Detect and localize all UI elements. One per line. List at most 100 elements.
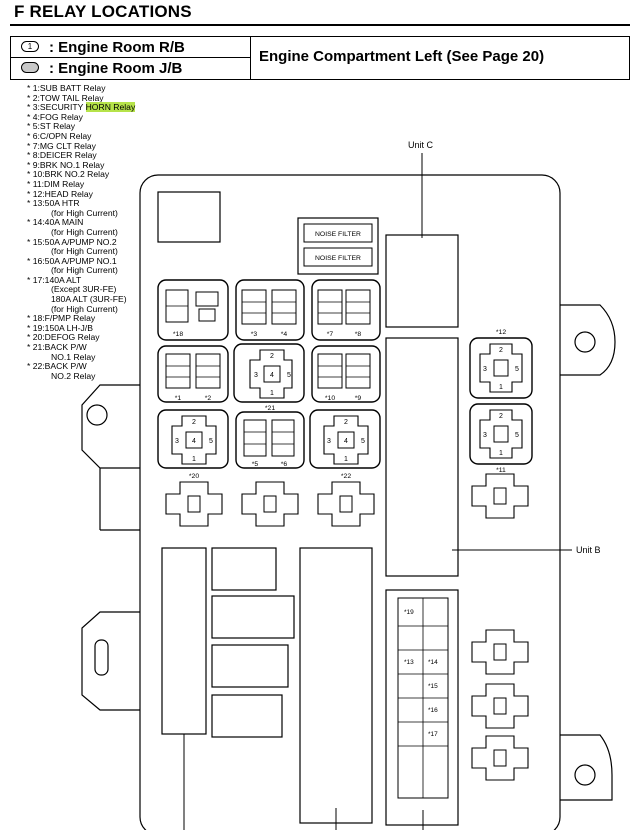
fuse-label-13: *13 [404, 659, 414, 666]
relay-label-4: *4 [281, 331, 288, 338]
t22-3: 3 [327, 438, 331, 445]
relay-list-item: (for High Current) [51, 246, 118, 257]
relay-list-item: * 21:BACK P/W [27, 342, 87, 353]
noise-filter-housing [297, 217, 379, 275]
relay-label-11: *11 [496, 467, 506, 474]
relay-list-item: NO.1 Relay [51, 351, 96, 362]
relay-label-7: *7 [327, 331, 334, 338]
relay-list-item: (for High Current) [51, 303, 118, 314]
relay-list-item: * 19:150A LH-J/B [27, 322, 93, 333]
fuse-label-14: *14 [428, 659, 438, 666]
relay-list-item: * 4:FOG Relay [27, 111, 83, 122]
t21-2: 2 [270, 353, 274, 360]
relay-list-item: * 11:DIM Relay [27, 178, 85, 189]
fuse-label-16: *16 [428, 707, 438, 714]
relay-label-6: *6 [281, 461, 288, 468]
relay-socket-3-4 [235, 279, 305, 341]
t21-3: 3 [254, 372, 258, 379]
relay-list: * 1:SUB BATT Relay* 2:TOW TAIL Relay* 3:… [27, 83, 136, 381]
slot-left [94, 639, 109, 676]
gray-connector-symbol-icon [21, 62, 39, 73]
relay-socket-22 [309, 409, 381, 469]
relay-list-item: * 15:50A A/PUMP NO.2 [27, 236, 117, 247]
relay-label-5: *5 [252, 461, 259, 468]
legend-box: 1 : Engine Room R/B : Engine Room J/B En… [10, 36, 630, 80]
relay-box-outline [139, 174, 561, 830]
relay-list-item: * 5:ST Relay [27, 121, 76, 132]
unit-c-label: Unit C [408, 140, 434, 150]
relay-socket-9-10 [311, 345, 381, 403]
relay-label-9: *9 [355, 395, 362, 402]
t12-5: 5 [515, 366, 519, 373]
legend-engine-room-rb: 1 : Engine Room R/B [11, 37, 250, 58]
t11-2: 2 [499, 413, 503, 420]
t20-3: 3 [175, 438, 179, 445]
relay-socket-11 [469, 403, 533, 465]
t21-4: 4 [270, 372, 274, 379]
relay-list-item: (for High Current) [51, 207, 118, 218]
t11-3: 3 [483, 432, 487, 439]
relay-list-item: * 1:SUB BATT Relay [27, 83, 106, 93]
relay-list-item: * 22:BACK P/W [27, 361, 87, 372]
relay-socket-12 [469, 337, 533, 399]
cross-relays [165, 343, 529, 781]
relay-label-2: *2 [205, 395, 212, 402]
location-text: Engine Compartment Left (See Page 20) [259, 48, 545, 65]
mount-hole-right-lower [574, 764, 596, 786]
t20-5: 5 [209, 438, 213, 445]
unit-c-block [385, 234, 459, 328]
legend-left: 1 : Engine Room R/B : Engine Room J/B [11, 37, 251, 79]
relay-list-item: * 8:DEICER Relay [27, 150, 97, 161]
relay-list-item: * 3:SECURITY HORN Relay [27, 102, 136, 113]
relay-list-item: * 12:HEAD Relay [27, 188, 93, 199]
relay-list-item: (Except 3UR-FE) [51, 284, 117, 295]
relay-list-item: * 18:F/PMP Relay [27, 313, 96, 324]
t12-1: 1 [499, 384, 503, 391]
mid-block-3 [211, 644, 289, 688]
noise-filter-1-label: NOISE FILTER [315, 231, 361, 238]
relay-socket-5-6 [235, 411, 305, 469]
relay-label-12: *12 [496, 329, 506, 336]
title-rule [10, 24, 630, 26]
fuse-block-housing [385, 589, 459, 826]
mount-hole-right-upper [574, 331, 596, 353]
mid-block-4 [211, 694, 283, 738]
relay-socket-7-8 [311, 279, 381, 341]
relay-list-item: * 6:C/OPN Relay [27, 130, 92, 141]
relay-label-3: *3 [251, 331, 258, 338]
relay-list-item: * 2:TOW TAIL Relay [27, 92, 104, 103]
relay-list-item: * 13:50A HTR [27, 198, 80, 209]
t11-5: 5 [515, 432, 519, 439]
mid-block-2 [211, 595, 295, 639]
t21-5: 5 [287, 372, 291, 379]
right-bracket-upper [560, 304, 616, 376]
relay-list-item: * 17:140A ALT [27, 274, 82, 285]
t12-2: 2 [499, 347, 503, 354]
lower-left-tall-block [161, 547, 207, 735]
relay-socket-1-2 [157, 345, 229, 403]
relay-list-item: * 7:MG CLT Relay [27, 140, 96, 151]
relay-socket-20 [157, 409, 229, 469]
middle-tall-block [299, 547, 373, 824]
relay-socket-18 [157, 279, 229, 341]
relay-list-item: * 16:50A A/PUMP NO.1 [27, 255, 117, 266]
t12-3: 3 [483, 366, 487, 373]
right-bracket-lower [560, 734, 613, 801]
mid-block-1 [211, 547, 277, 591]
t22-4: 4 [344, 438, 348, 445]
relay-list-item: * 9:BRK NO.1 Relay [27, 159, 105, 170]
relay-label-22: *22 [341, 473, 351, 480]
terminal-numbers: 2 3 4 5 1 2 3 4 5 1 2 3 4 5 1 2 3 5 1 2 … [175, 347, 519, 463]
noise-filter-2 [303, 247, 373, 267]
relay-label-10: *10 [325, 395, 335, 402]
relay-list-item: * 10:BRK NO.2 Relay [27, 169, 110, 180]
legend-label-rb: : Engine Room R/B [49, 39, 185, 56]
white-connector-symbol-icon: 1 [21, 41, 39, 52]
relay-list-item: (for High Current) [51, 265, 118, 276]
left-bracket-lower [81, 611, 140, 711]
unit-b-label: Unit B [576, 545, 601, 555]
legend-engine-room-jb: : Engine Room J/B [11, 58, 250, 79]
page-title: F RELAY LOCATIONS [14, 2, 192, 21]
top-left-block [157, 191, 221, 243]
